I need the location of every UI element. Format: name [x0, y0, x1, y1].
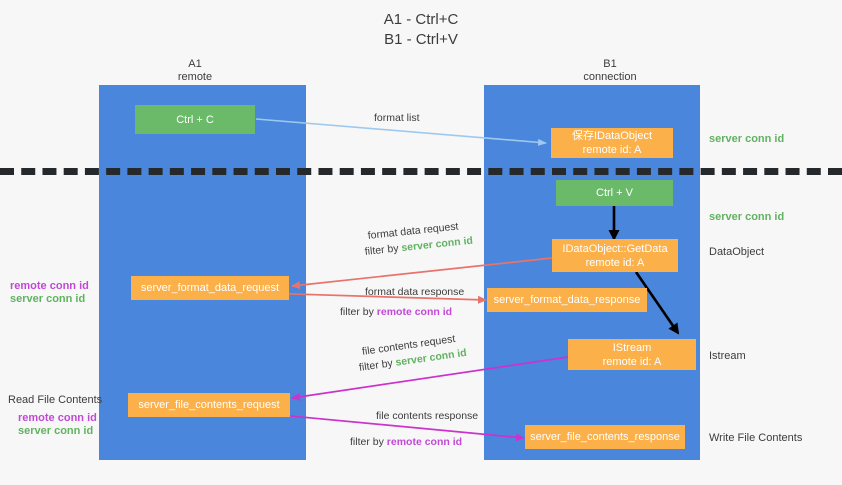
- page-title: A1 - Ctrl+C B1 - Ctrl+V: [383, 11, 459, 48]
- box-istream[interactable]: IStream remote id: A: [568, 339, 696, 370]
- box-ctrl-c[interactable]: Ctrl + C: [135, 105, 255, 134]
- label-format-data-response-filter: filter by remote conn id: [340, 304, 452, 321]
- left-label-remote-conn-id-2: remote conn id: [18, 412, 97, 424]
- left-label-remote-conn-id-1: remote conn id: [10, 280, 89, 292]
- filter-prefix: filter by: [340, 306, 377, 318]
- label-format-data-response: format data response: [365, 286, 465, 298]
- label-file-contents-response-filter: filter by remote conn id: [350, 434, 462, 451]
- filter-prefix: filter by: [364, 242, 403, 258]
- box-server-file-contents-request[interactable]: server_file_contents_request: [128, 393, 290, 417]
- left-label-server-conn-id-1: server conn id: [10, 293, 86, 305]
- column-header-a1: A1 remote: [177, 58, 213, 83]
- filter-value-remote-conn-id: remote conn id: [376, 306, 453, 318]
- right-label-server-conn-id-second: server conn id: [709, 211, 785, 223]
- right-label-istream: Istream: [709, 350, 746, 362]
- right-label-server-conn-id-top: server conn id: [709, 133, 785, 145]
- box-save-idataobject[interactable]: 保存IDataObject remote id: A: [551, 128, 673, 158]
- box-server-format-data-response[interactable]: server_format_data_response: [487, 288, 647, 312]
- box-server-format-data-request[interactable]: server_format_data_request: [131, 276, 289, 300]
- box-server-file-contents-response[interactable]: server_file_contents_response: [525, 425, 685, 449]
- left-label-read-file-contents: Read File Contents: [8, 394, 103, 406]
- label-file-contents-response: file contents response: [376, 410, 479, 422]
- left-label-server-conn-id-2: server conn id: [18, 425, 94, 437]
- filter-value-remote-conn-id: remote conn id: [386, 436, 463, 448]
- right-label-dataobject: DataObject: [709, 246, 765, 258]
- right-label-write-file-contents: Write File Contents: [709, 432, 803, 444]
- box-ctrl-v[interactable]: Ctrl + V: [556, 180, 673, 206]
- box-idataobject-getdata[interactable]: IDataObject::GetData remote id: A: [552, 239, 678, 272]
- dashed-separator: [0, 168, 842, 175]
- column-header-b1: B1 connection: [583, 58, 637, 83]
- filter-prefix: filter by: [358, 356, 397, 374]
- label-format-list: format list: [374, 112, 420, 124]
- filter-prefix: filter by: [350, 436, 387, 448]
